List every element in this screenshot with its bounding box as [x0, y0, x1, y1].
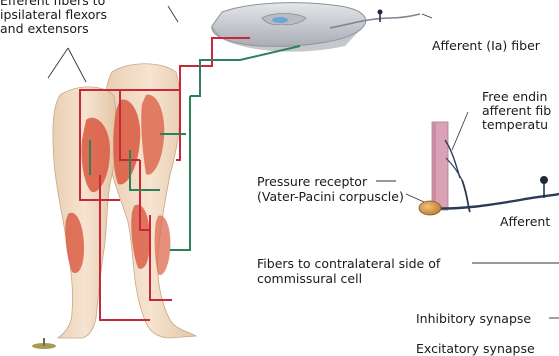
label-fibers-contra-line1: Fibers to contralateral side of — [257, 256, 440, 271]
label-fibers-contra-line2: commissural cell — [257, 271, 362, 286]
label-efferent-line3: and extensors — [0, 21, 89, 36]
label-pressure-line1: Pressure receptor — [257, 174, 367, 189]
afferent-dark-fiber — [430, 176, 559, 212]
label-free-ending-line3: temperatu — [482, 117, 548, 132]
label-afferent-ia: Afferent (Ia) fiber — [432, 38, 540, 53]
label-inhibitory-synapse: Inhibitory synapse — [416, 311, 531, 326]
skin-patch — [432, 112, 468, 210]
label-free-ending-line1: Free endin — [482, 89, 547, 104]
leg-figure — [32, 64, 196, 349]
label-afferent-right: Afferent — [500, 214, 550, 229]
label-free-ending-line2: afferent fib — [482, 103, 551, 118]
spinal-cord-section — [212, 3, 366, 52]
label-excitatory-synapse: Excitatory synapse — [416, 341, 535, 356]
label-pressure-line2: (Vater-Pacini corpuscle) — [257, 189, 404, 204]
label-efferent-line2: ipsilateral flexors — [0, 7, 107, 22]
